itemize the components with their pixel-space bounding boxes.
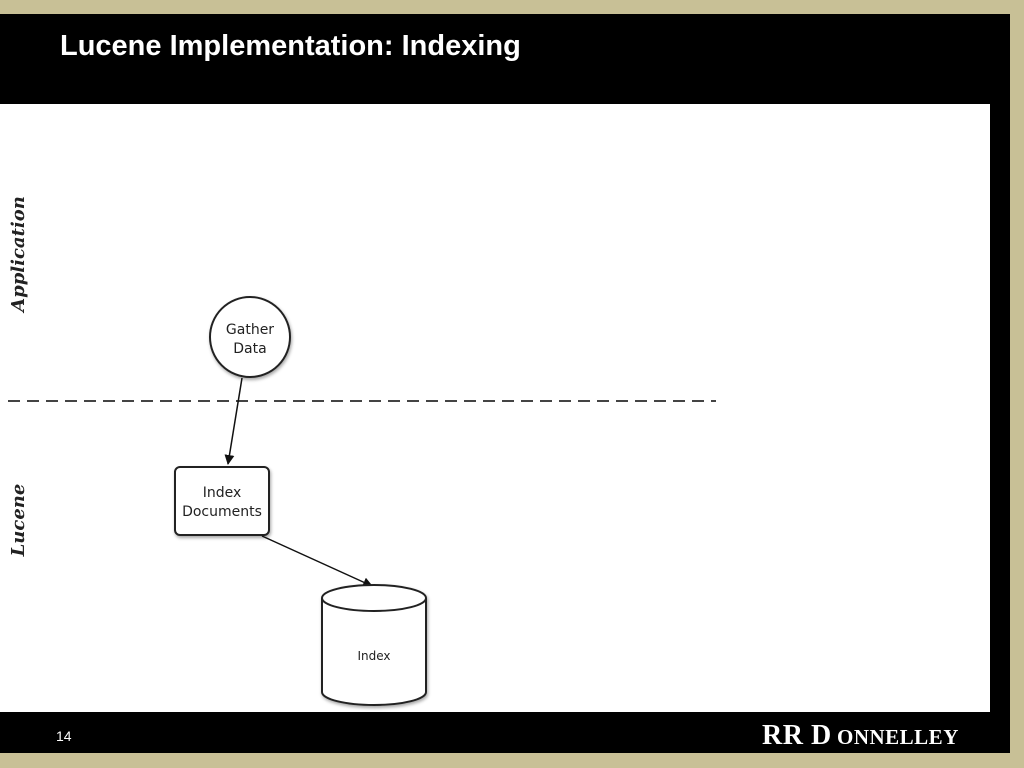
- logo-wordmark: RR D ONNELLEY: [762, 720, 959, 751]
- gather-data-label-line1: Gather: [226, 322, 274, 338]
- index-documents-label-line1: Index: [203, 485, 242, 501]
- diagram-area: Application Lucene Gather Data Index Doc…: [0, 104, 990, 712]
- slide-title: Lucene Implementation: Indexing: [60, 30, 521, 62]
- svg-text:RR D: RR D: [762, 720, 832, 751]
- lane-label-lucene: Lucene: [8, 484, 29, 558]
- index-documents-label-line2: Documents: [182, 504, 262, 520]
- lane-label-application: Application: [8, 196, 29, 314]
- index-cylinder-label: Index: [357, 649, 390, 663]
- indexing-diagram: Application Lucene Gather Data Index Doc…: [8, 196, 716, 706]
- index-documents-node: Index Documents: [174, 466, 270, 536]
- page-number: 14: [56, 728, 72, 744]
- gather-data-node: Gather Data: [209, 296, 291, 378]
- arrow-index-docs-to-index: [261, 535, 373, 587]
- arrow-gather-to-index-docs: [224, 377, 243, 465]
- svg-text:ONNELLEY: ONNELLEY: [837, 725, 959, 749]
- gather-data-label-line2: Data: [233, 341, 266, 357]
- slide-frame: Lucene Implementation: Indexing Applicat…: [0, 14, 1010, 753]
- index-cylinder-node: Index: [321, 584, 427, 706]
- company-logo: RR D ONNELLEY: [762, 716, 992, 759]
